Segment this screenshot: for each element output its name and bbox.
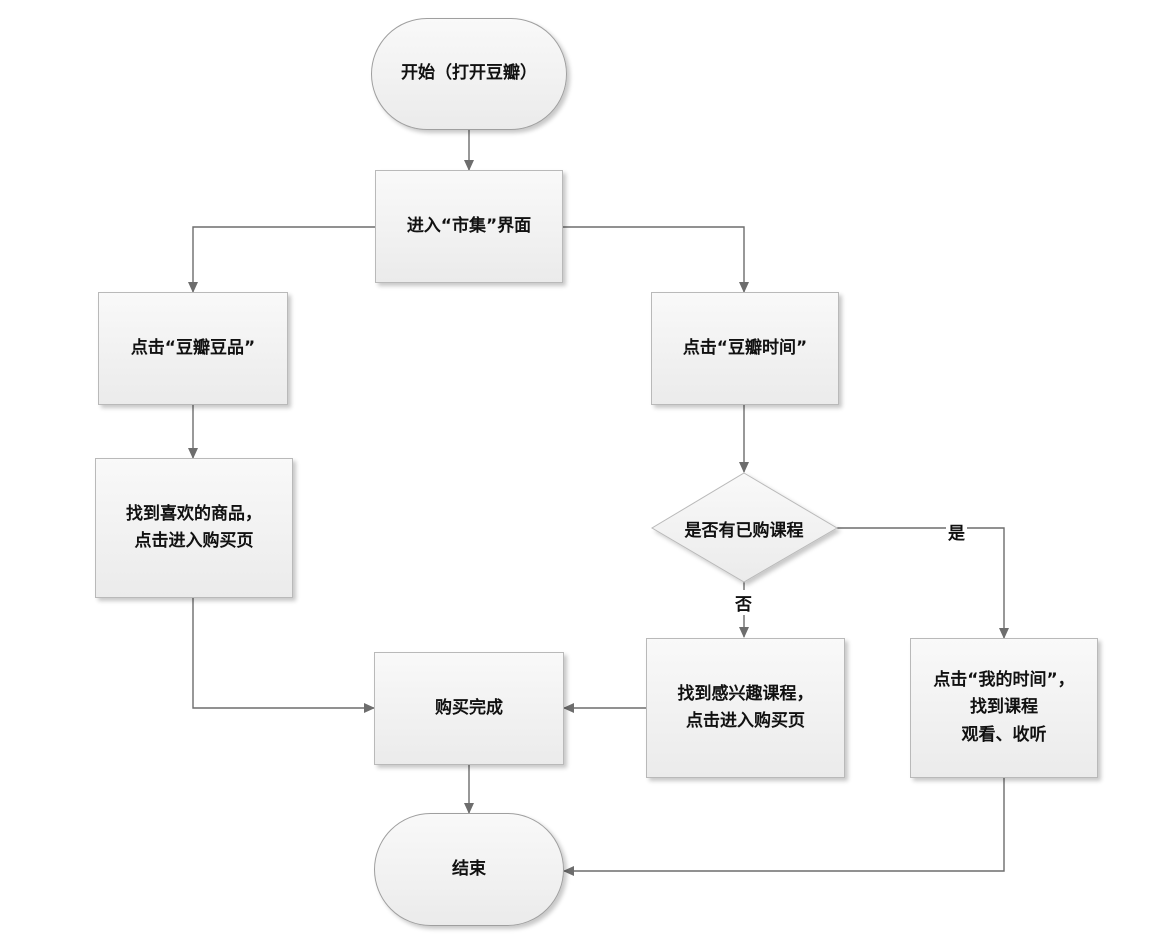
find-goods-node-label: 找到喜欢的商品， 点击进入购买页 <box>126 503 262 551</box>
market-node: 进入“市集”界面 <box>375 170 563 283</box>
my-time-node-label: 点击“我的时间”， 找到课程 观看、收听 <box>933 670 1075 745</box>
douban-goods-node-label: 点击“豆瓣豆品” <box>130 337 256 358</box>
edge-market-to-goods <box>188 226 375 293</box>
market-node-label: 进入“市集”界面 <box>406 215 532 236</box>
start-node-label: 开始（打开豆瓣） <box>401 63 537 84</box>
edge-market-to-time <box>563 226 749 293</box>
end-node-label: 结束 <box>452 858 486 879</box>
find-goods-node: 找到喜欢的商品， 点击进入购买页 <box>95 458 293 598</box>
edge-my-time-to-end <box>563 778 1005 876</box>
my-time-node: 点击“我的时间”， 找到课程 观看、收听 <box>910 638 1098 778</box>
edge-decision-yes <box>837 527 1009 639</box>
find-course-node-label: 找到感兴趣课程， 点击进入购买页 <box>677 683 814 731</box>
douban-time-node-label: 点击“豆瓣时间” <box>682 337 808 358</box>
yes-label: 是 <box>946 519 967 544</box>
douban-goods-node: 点击“豆瓣豆品” <box>98 292 288 405</box>
no-label: 否 <box>733 590 754 615</box>
end-node: 结束 <box>374 813 564 926</box>
find-course-node: 找到感兴趣课程， 点击进入购买页 <box>646 638 845 778</box>
decision-label: 是否有已购课程 <box>684 521 804 541</box>
purchase-done-node: 购买完成 <box>374 652 564 765</box>
purchase-done-node-label: 购买完成 <box>435 697 503 718</box>
douban-time-node: 点击“豆瓣时间” <box>651 292 839 405</box>
edge-find-goods-to-purchase <box>192 598 375 713</box>
start-node: 开始（打开豆瓣） <box>371 18 567 130</box>
decision-diamond <box>651 472 838 583</box>
